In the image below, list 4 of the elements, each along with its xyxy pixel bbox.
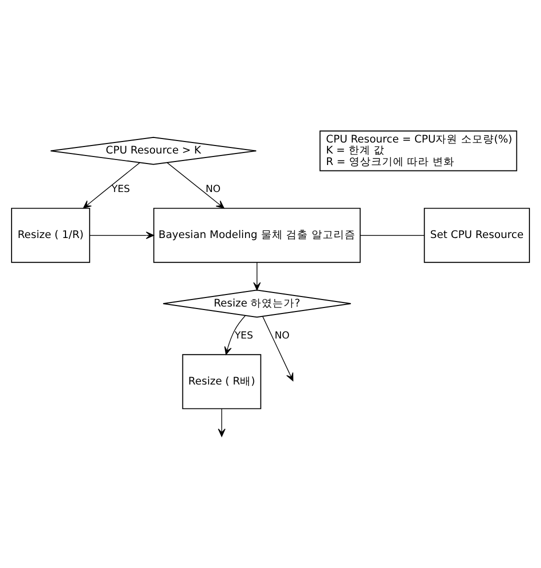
edge-label: YES [234, 330, 254, 342]
edge-label: YES [112, 184, 130, 196]
edge-label: NO [274, 330, 290, 342]
edge-label: NO [206, 184, 221, 196]
